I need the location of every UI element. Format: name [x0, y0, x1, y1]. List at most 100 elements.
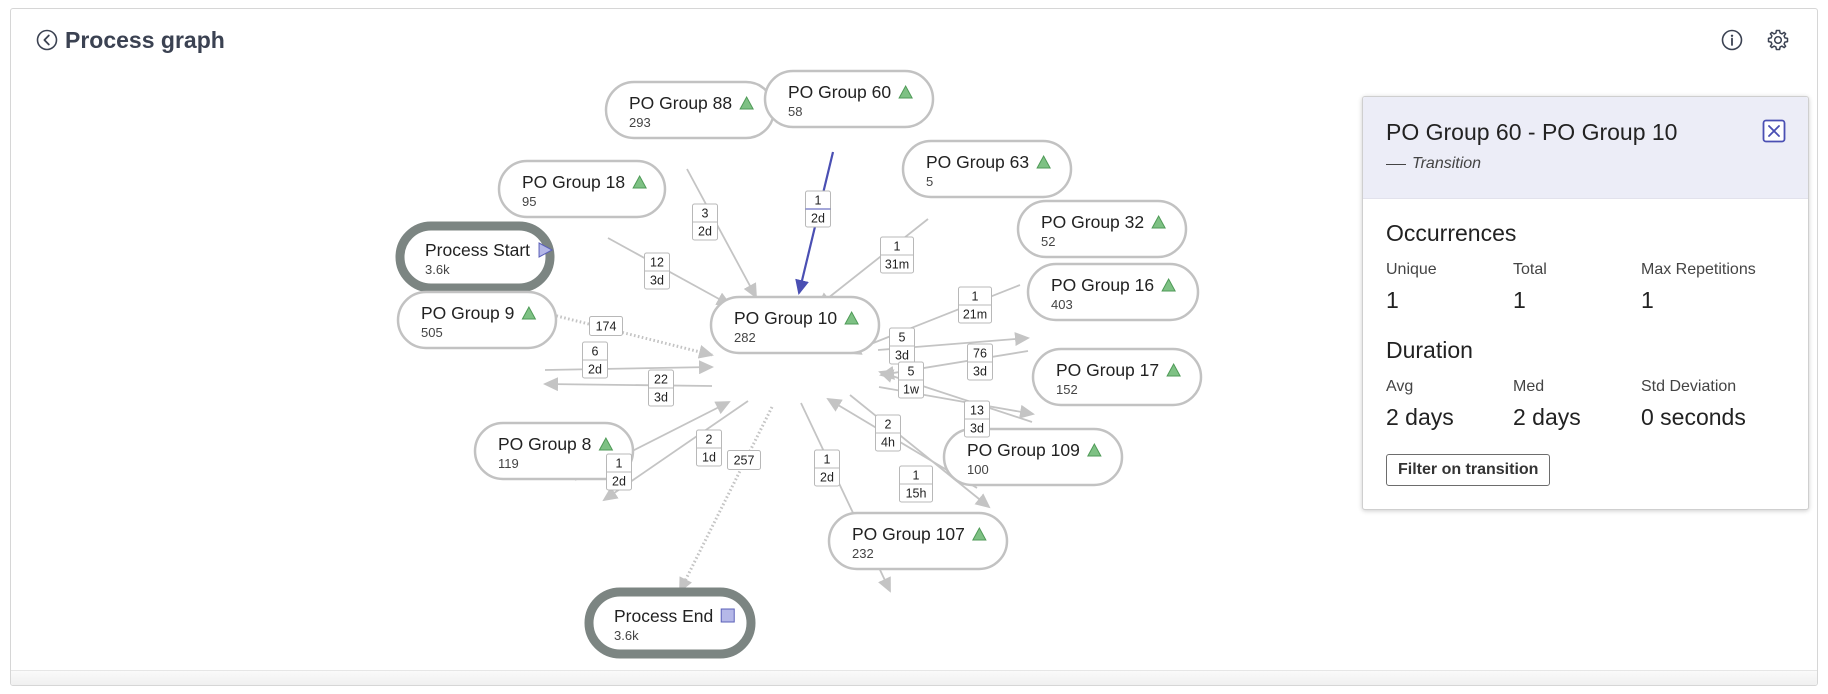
node-name: PO Group 88: [629, 93, 732, 113]
node-name: PO Group 16: [1051, 275, 1154, 295]
filter-on-transition-button[interactable]: Filter on transition: [1386, 454, 1551, 486]
triangle-icon: [521, 305, 537, 320]
node-shape: [473, 421, 635, 481]
edge-duration: 1d: [702, 451, 716, 465]
node-name: PO Group 60: [788, 82, 891, 102]
edge-start-to-po10[interactable]: [536, 309, 714, 359]
edge-po10-to-po9[interactable]: [543, 377, 713, 392]
node-shape: [395, 221, 555, 293]
edge-duration: 2d: [820, 471, 834, 485]
edge-frequency: 22: [654, 373, 668, 387]
edge-po88-to-po10[interactable]: [686, 168, 757, 299]
edge-label-po10-to-po109[interactable]: 24h: [875, 414, 901, 452]
edge-frequency: 2: [885, 418, 892, 432]
node-name: PO Group 107: [852, 524, 965, 544]
node-count: 3.6k: [425, 262, 450, 277]
edge-label-po8-to-po10[interactable]: 12d: [606, 453, 632, 491]
node-count: 95: [522, 194, 536, 209]
node-count: 58: [788, 104, 802, 119]
max-repetitions-value: 1: [1641, 287, 1654, 313]
panel-header: PO Group 60 - PO Group 10 Transition: [1363, 97, 1808, 199]
edge-duration: 31m: [885, 258, 909, 272]
node-name: Process End: [614, 606, 713, 626]
panel-title: PO Group 60 - PO Group 10: [1386, 119, 1678, 145]
info-icon: [1721, 29, 1743, 51]
node-shape: [497, 159, 667, 219]
edge-label-po10-to-po107[interactable]: 12d: [814, 449, 840, 487]
edge-po10-to-end[interactable]: [678, 406, 774, 593]
edge-label-po10-to-end[interactable]: 257: [727, 450, 761, 470]
node-shape: [709, 295, 881, 355]
edge-po10-to-po109[interactable]: [849, 394, 991, 509]
edge-label-po17-to-po10[interactable]: 51w: [898, 361, 924, 399]
edge-label-po10-to-po16[interactable]: 53d: [889, 327, 915, 365]
edge-frequency: 1: [616, 457, 623, 471]
edge-po63-to-po10[interactable]: [816, 218, 929, 308]
edge-duration: 2d: [588, 363, 602, 377]
edge-duration: 21m: [963, 308, 987, 322]
node-name: PO Group 109: [967, 440, 1080, 460]
node-shape: [1031, 347, 1203, 407]
edge-frequency: 6: [592, 345, 599, 359]
edge-po9-to-po10[interactable]: [544, 360, 714, 375]
info-button[interactable]: [1717, 25, 1747, 55]
node-po60[interactable]: PO Group 60 58: [763, 69, 935, 129]
back-button[interactable]: [33, 26, 61, 54]
edge-label-start-to-po10[interactable]: 174: [589, 316, 623, 336]
triangle-icon: [844, 310, 859, 325]
duration-title: Duration: [1386, 337, 1473, 363]
edge-duration: 3d: [973, 365, 987, 379]
node-name: PO Group 32: [1041, 212, 1144, 232]
edge-label-po88-to-po10[interactable]: 32d: [692, 203, 718, 241]
panel-subtitle: Transition: [1386, 155, 1481, 173]
edge-label-po60-to-po10[interactable]: 12d: [805, 190, 831, 228]
max-repetitions-label: Max Repetitions: [1641, 261, 1756, 278]
node-shape: [1016, 199, 1188, 259]
triangle-icon: [1036, 154, 1051, 169]
edge-label-po9-to-po10[interactable]: 62d: [582, 341, 608, 379]
gear-icon: [1767, 29, 1789, 51]
close-panel-button[interactable]: [1762, 119, 1786, 143]
transition-line-icon: [1386, 163, 1406, 165]
close-box-icon: [1762, 119, 1786, 143]
edge-label-po10-to-po8[interactable]: 21d: [696, 429, 722, 467]
settings-button[interactable]: [1763, 25, 1793, 55]
node-shape: [584, 587, 756, 659]
edge-frequency: 13: [970, 404, 984, 418]
edge-duration: 2d: [698, 225, 712, 239]
node-po63[interactable]: PO Group 635: [901, 139, 1073, 199]
triangle-icon: [1151, 214, 1166, 229]
node-shape: [1026, 262, 1200, 322]
edge-duration: 3d: [895, 349, 909, 363]
edge-frequency: 174: [596, 320, 617, 334]
edge-frequency: 1: [824, 453, 831, 467]
triangle-icon: [1161, 277, 1176, 292]
triangle-icon: [632, 174, 647, 189]
edge-frequency: 5: [899, 331, 906, 345]
edge-frequency: 257: [734, 454, 755, 468]
node-name: PO Group 63: [926, 152, 1029, 172]
